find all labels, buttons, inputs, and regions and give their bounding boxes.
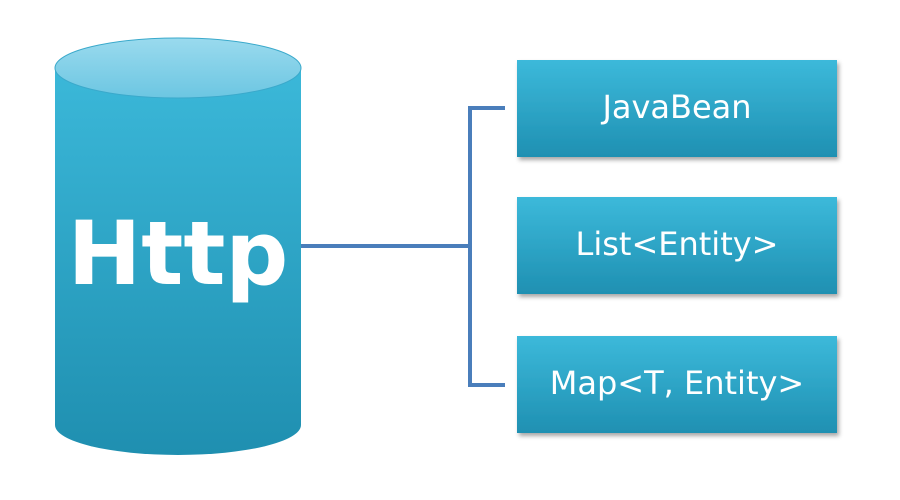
output-box-rect bbox=[517, 197, 837, 294]
connector-lines bbox=[300, 106, 505, 387]
output-box-label: JavaBean bbox=[600, 88, 751, 126]
output-box-label: Map<T, Entity> bbox=[550, 364, 804, 402]
output-box-rect bbox=[517, 336, 837, 433]
output-box-map: Map<T, Entity> bbox=[517, 336, 837, 433]
cylinder-top bbox=[54, 37, 302, 99]
output-box-label: List<Entity> bbox=[576, 225, 779, 263]
output-box-javabean: JavaBean bbox=[517, 60, 837, 157]
cylinder-body bbox=[55, 68, 301, 455]
database-label: Http bbox=[68, 202, 289, 305]
output-box-list: List<Entity> bbox=[517, 197, 837, 294]
output-box-rect bbox=[517, 60, 837, 157]
database-cylinder: Http bbox=[54, 37, 302, 455]
